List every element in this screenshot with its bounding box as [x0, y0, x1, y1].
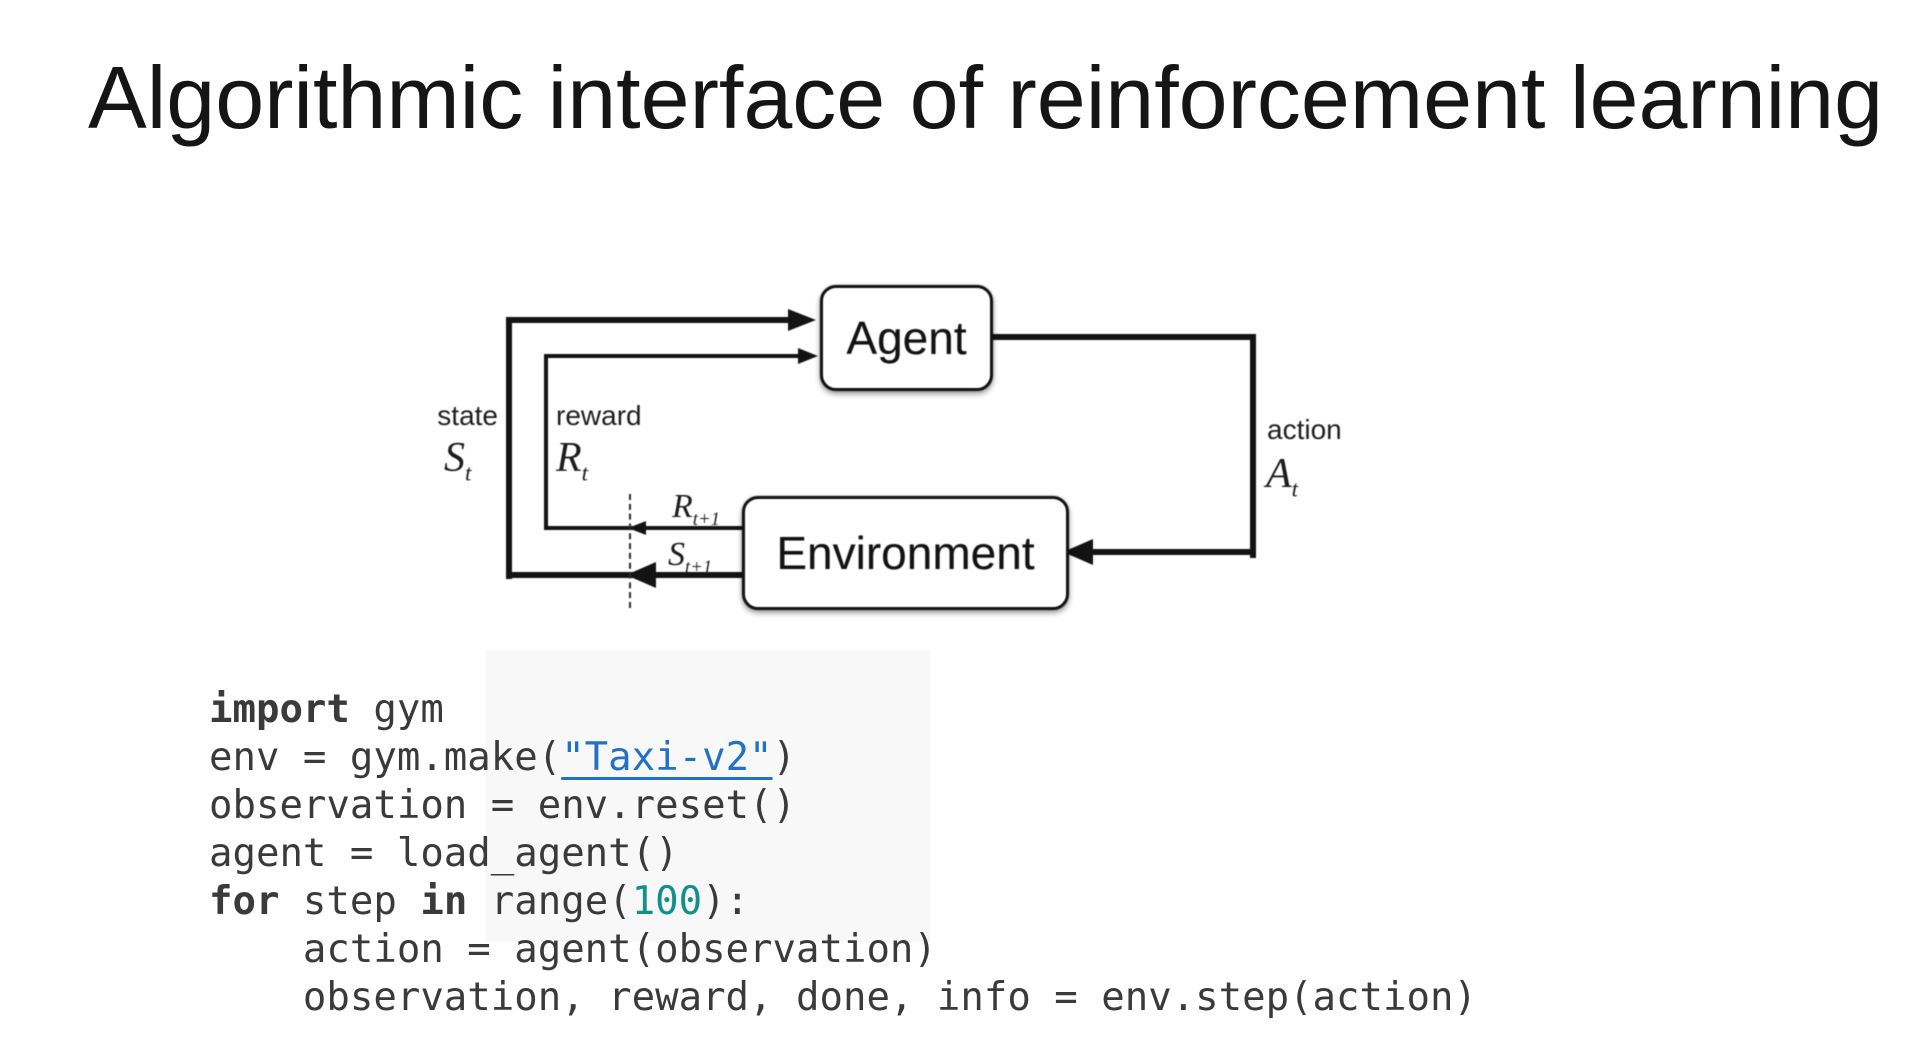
code-keyword: import: [209, 687, 350, 732]
state-arrowhead-into-agent: [788, 309, 816, 331]
state-label: state: [437, 400, 498, 431]
code-number: 100: [631, 879, 703, 924]
code-line: observation = env.reset(): [209, 782, 1477, 830]
code-line: env = gym.make("Taxi-v2"): [209, 734, 1477, 782]
agent-box: Agent: [820, 285, 993, 391]
code-line: for step in range(100):: [209, 878, 1477, 926]
reward-arrowhead-into-agent: [798, 348, 818, 364]
code-line: action = agent(observation): [209, 926, 1477, 974]
environment-box-label: Environment: [776, 527, 1035, 579]
timestep-boundary-dashed-line: [629, 494, 631, 608]
code-text: ): [772, 735, 797, 780]
code-text: env = gym.make(: [209, 735, 562, 780]
code-line: agent = load_agent(): [209, 830, 1477, 878]
action-line-vertical: [1250, 334, 1256, 558]
state-symbol: St: [444, 435, 472, 486]
next-reward-symbol: Rt+1: [672, 488, 720, 530]
slide-title: Algorithmic interface of reinforcement l…: [88, 48, 1884, 147]
code-keyword: in: [420, 879, 468, 924]
next-state-arrowhead: [626, 562, 656, 588]
action-line-bottom: [1093, 549, 1256, 555]
code-line: import gym: [209, 686, 1477, 734]
reward-line-vertical: [544, 354, 548, 530]
code-line: observation, reward, done, info = env.st…: [209, 974, 1477, 1022]
reward-line-top: [544, 354, 800, 358]
code-keyword: for: [209, 879, 280, 924]
code-text: observation = env.reset(): [209, 783, 796, 828]
code-link-taxi-v2[interactable]: "Taxi-v2": [561, 735, 773, 780]
next-reward-arrowhead: [628, 521, 646, 535]
action-symbol: At: [1266, 451, 1299, 502]
code-text: step: [279, 879, 421, 924]
agent-box-label: Agent: [846, 312, 967, 364]
reward-symbol: Rt: [556, 435, 589, 486]
code-text: gym: [349, 687, 444, 732]
code-text: observation, reward, done, info = env.st…: [209, 975, 1477, 1020]
next-state-symbol: St+1: [668, 536, 713, 578]
environment-box: Environment: [742, 496, 1069, 610]
code-text: action = agent(observation): [209, 927, 937, 972]
state-line-vertical: [506, 317, 512, 579]
state-line-top: [506, 317, 790, 323]
reward-label: reward: [556, 400, 642, 431]
action-line-top: [985, 334, 1256, 340]
next-state-line: [506, 572, 742, 578]
action-label: action: [1267, 414, 1342, 445]
code-text: range(: [467, 879, 632, 924]
code-text: ):: [702, 879, 750, 924]
code-text: agent = load_agent(): [209, 831, 679, 876]
